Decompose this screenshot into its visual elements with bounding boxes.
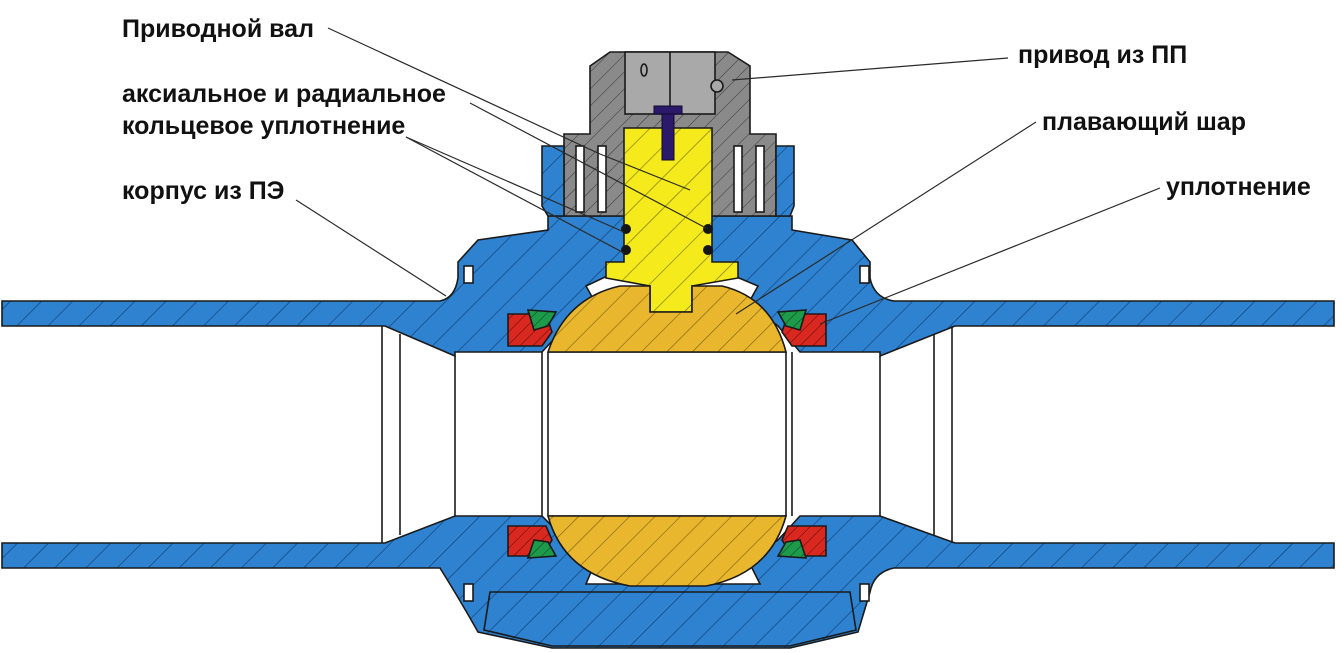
leader-oring-2	[405, 136, 625, 254]
leader-floating-ball	[735, 121, 1037, 315]
labels: Приводной вал аксиальное и радиальное ко…	[122, 15, 1311, 205]
leader-lines	[295, 27, 1161, 325]
label-floating-ball: плавающий шар	[1042, 108, 1246, 136]
bore-lines	[381, 326, 953, 543]
label-oring-line1: аксиальное и радиальное	[122, 80, 446, 108]
leader-drive-shaft	[327, 27, 601, 155]
label-oring-line2: кольцевое уплотнение	[122, 112, 405, 140]
valve-body	[1, 215, 1335, 649]
drive-shaft	[605, 105, 739, 313]
label-seal: уплотнение	[1166, 173, 1311, 201]
label-body: корпус из ПЭ	[122, 177, 284, 205]
o-rings	[621, 224, 713, 255]
leader-drive-shaft-tip	[599, 153, 691, 191]
leader-seal	[819, 187, 1161, 325]
floating-ball	[546, 285, 788, 587]
leader-oring-3	[469, 102, 707, 229]
leader-actuator	[731, 57, 1009, 81]
snap-notches	[463, 265, 870, 602]
label-drive-shaft: Приводной вал	[122, 15, 314, 43]
leader-body	[295, 199, 447, 297]
seals	[507, 309, 827, 559]
label-actuator: привод из ПП	[1018, 41, 1187, 69]
leader-oring-1	[405, 136, 625, 233]
